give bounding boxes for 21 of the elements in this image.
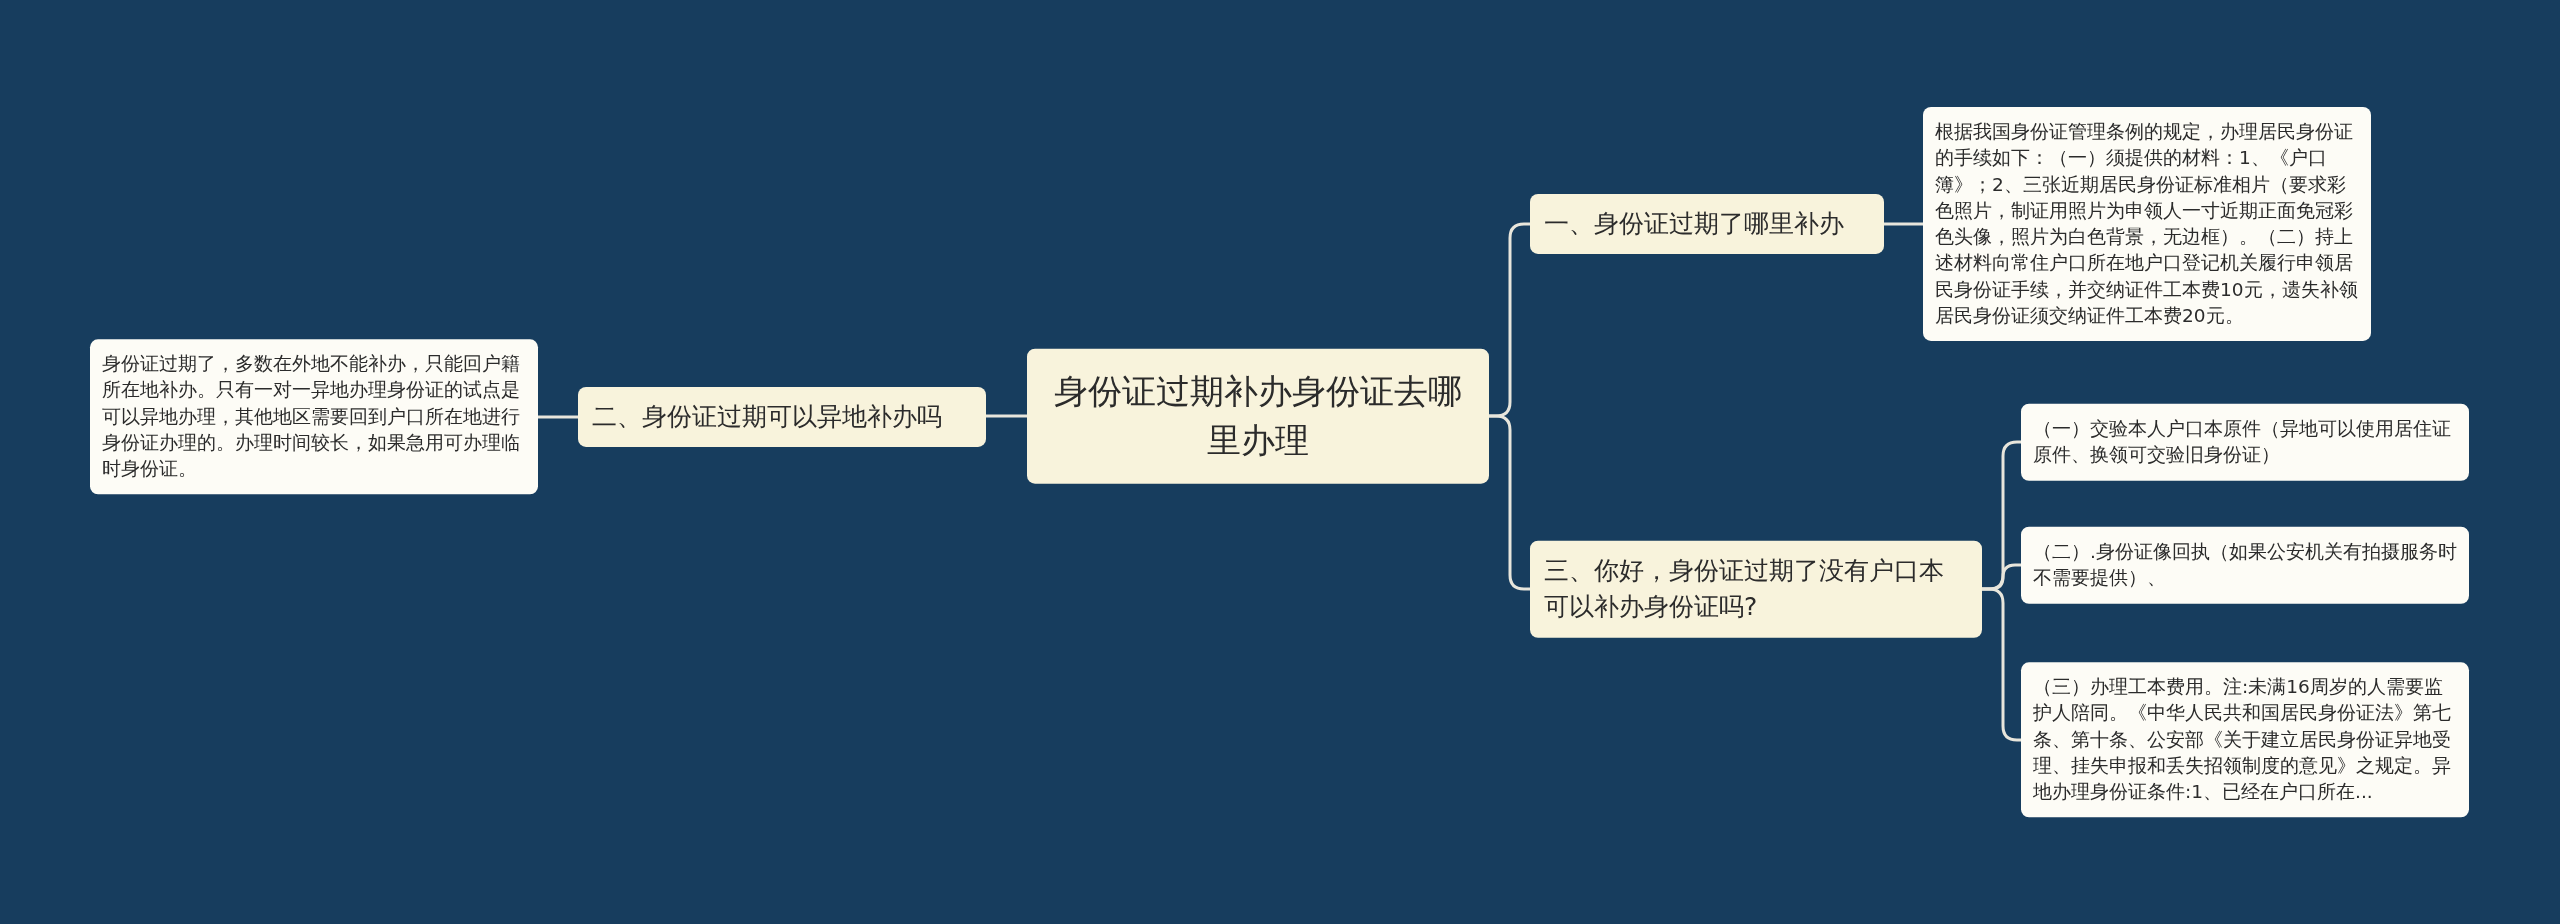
connector-line xyxy=(1884,222,1923,226)
note-box xyxy=(2021,662,2469,818)
note-box xyxy=(90,339,538,495)
note-box xyxy=(1923,106,2371,342)
node-text: 一、身份证过期了哪里补办 xyxy=(1544,207,1845,240)
node-text: 身份证过期补办身份证去哪里办理 xyxy=(1053,369,1463,462)
node-text: 身份证过期了，多数在外地不能补办，只能回户籍所在地补办。只有一对一异地办理身份证的试点是可以异地办理，其他地区需要回到户口所在地进行身份证办理的。办理时间较长，如果急用可办理临时身份证。 xyxy=(102,352,521,482)
node-text: 根据我国身份证管理条例的规定，办理居民身份证的手续如下：（一）须提供的材料：1、《户口簿》；2、三张近期居民身份证标准相片（要求彩色照片，制证用照片为申领人一寸近期正面免冠彩色头像，照片为白色背景，无边框）。（二）持上述材料向常住户口所在地户口登记机关履行申领居民身份证手续，并交纳证件工本费10元，遗失补领居民身份证须交纳证件工本费20元。 xyxy=(1935,119,2359,328)
node-text: （二）.身份证像回执（如果公安机关有拍摄服务时不需要提供）、 xyxy=(2033,539,2457,590)
node-text: 二、身份证过期可以异地补办吗 xyxy=(592,400,943,433)
note-box xyxy=(2021,403,2469,481)
branch-box xyxy=(578,386,986,448)
branch-box xyxy=(1530,540,1982,638)
connector-line xyxy=(538,415,578,419)
node-text: （一）交验本人户口本原件（异地可以使用居住证原件、换领可交验旧身份证） xyxy=(2033,416,2452,467)
node-text: （三）办理工本费用。注:未满16周岁的人需要监护人陪同。《中华人民共和国居民身份证法》第七条、第十条、公安部《关于建立居民身份证异地受理、挂失申报和丢失招领制度的意见》之规定。异地办理身份证条件:1、已经在户口所在... xyxy=(2033,675,2452,805)
node-text: 三、你好，身份证过期了没有户口本可以补办身份证吗? xyxy=(1544,554,1945,623)
branch-box xyxy=(1530,193,1884,255)
connector-line xyxy=(986,414,1027,418)
note-box xyxy=(2021,526,2469,604)
topic-box xyxy=(1027,348,1489,484)
